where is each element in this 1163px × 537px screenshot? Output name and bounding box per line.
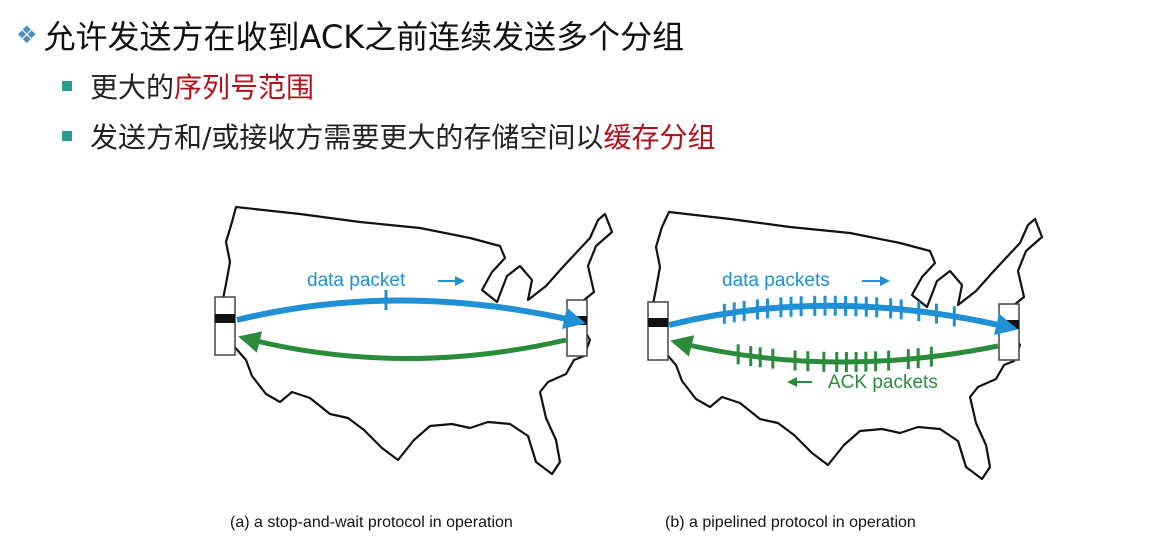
sub-point-2: 发送方和/或接收方需要更大的存储空间以缓存分组 [62,116,715,156]
ack-packet-marks-b [736,344,933,373]
sender-host-b [647,301,669,361]
data-packets-label-b: data packets [722,270,830,291]
caption-b: (b) a pipelined protocol in operation [665,514,916,531]
sub-point-2-plain: 发送方和/或接收方需要更大的存储空间以 [90,121,604,154]
ack-arrow-a [238,331,567,361]
heading-text: 允许发送方在收到ACK之前连续发送多个分组 [43,18,685,56]
square-bullet-icon [62,131,72,141]
us-map-outline-a [220,205,614,476]
main-bullet: ❖ 允许发送方在收到ACK之前连续发送多个分组 [16,12,684,58]
sub-point-1-highlight: 序列号范围 [174,71,315,104]
receiver-host-a [566,299,588,357]
data-arrow-a [236,297,586,330]
square-bullet-icon [62,81,72,91]
ack-packets-label-b: ACK packets [828,372,938,393]
receiver-host-b [998,303,1020,361]
caption-a: (a) a stop-and-wait protocol in operatio… [230,514,513,531]
sub-point-2-highlight: 缓存分组 [603,121,716,154]
panel-a: data packet (a) a stop-and-wait protocol… [214,205,614,531]
us-map-outline-b [650,210,1044,481]
ack-arrow-b [670,335,999,365]
panel-b: data packets ACK packets (b) a pipelined… [647,210,1044,531]
data-arrow-b [668,302,1018,336]
data-packet-label-a: data packet [307,270,406,291]
sub-point-1-plain: 更大的 [90,71,175,104]
sub-point-1: 更大的序列号范围 [62,66,314,106]
sender-host-a [214,296,236,356]
diamond-bullet-icon: ❖ [16,21,38,49]
data-packet-marks-b [722,295,956,327]
